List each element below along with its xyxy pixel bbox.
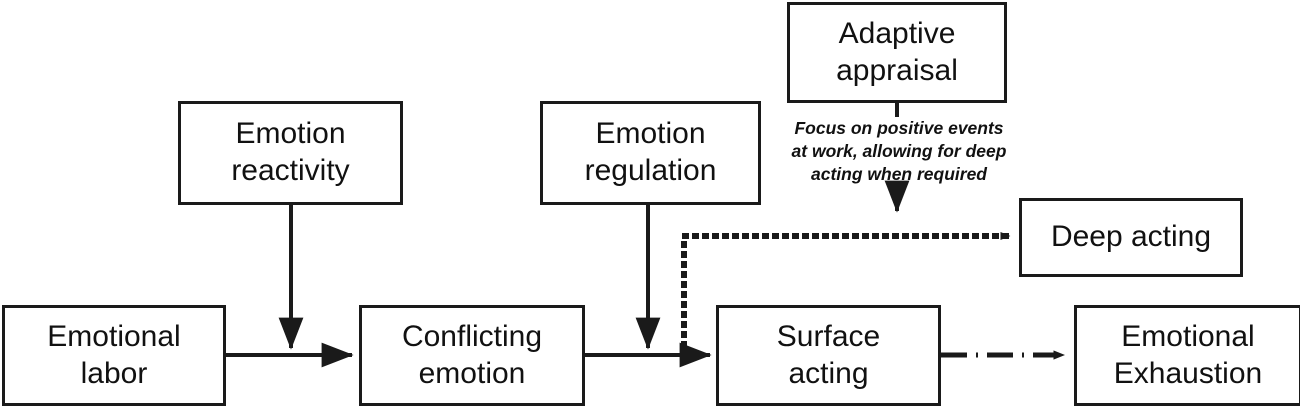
node-emotional-exhaustion[interactable]: Emotional Exhaustion bbox=[1074, 305, 1300, 406]
node-conflicting-emotion[interactable]: Conflicting emotion bbox=[359, 305, 585, 406]
node-surface-acting[interactable]: Surface acting bbox=[716, 305, 941, 406]
node-emotion-regulation[interactable]: Emotion regulation bbox=[540, 101, 761, 205]
node-emotion-reactivity[interactable]: Emotion reactivity bbox=[178, 101, 403, 205]
node-adaptive-appraisal[interactable]: Adaptive appraisal bbox=[787, 2, 1007, 103]
annotation-adaptive-appraisal-note: Focus on positive events at work, allowi… bbox=[791, 118, 1007, 185]
edge-conflicting-emotion-to-deep-acting bbox=[681, 232, 1012, 358]
node-emotional-labor[interactable]: Emotional labor bbox=[2, 305, 226, 406]
node-deep-acting[interactable]: Deep acting bbox=[1019, 198, 1243, 277]
